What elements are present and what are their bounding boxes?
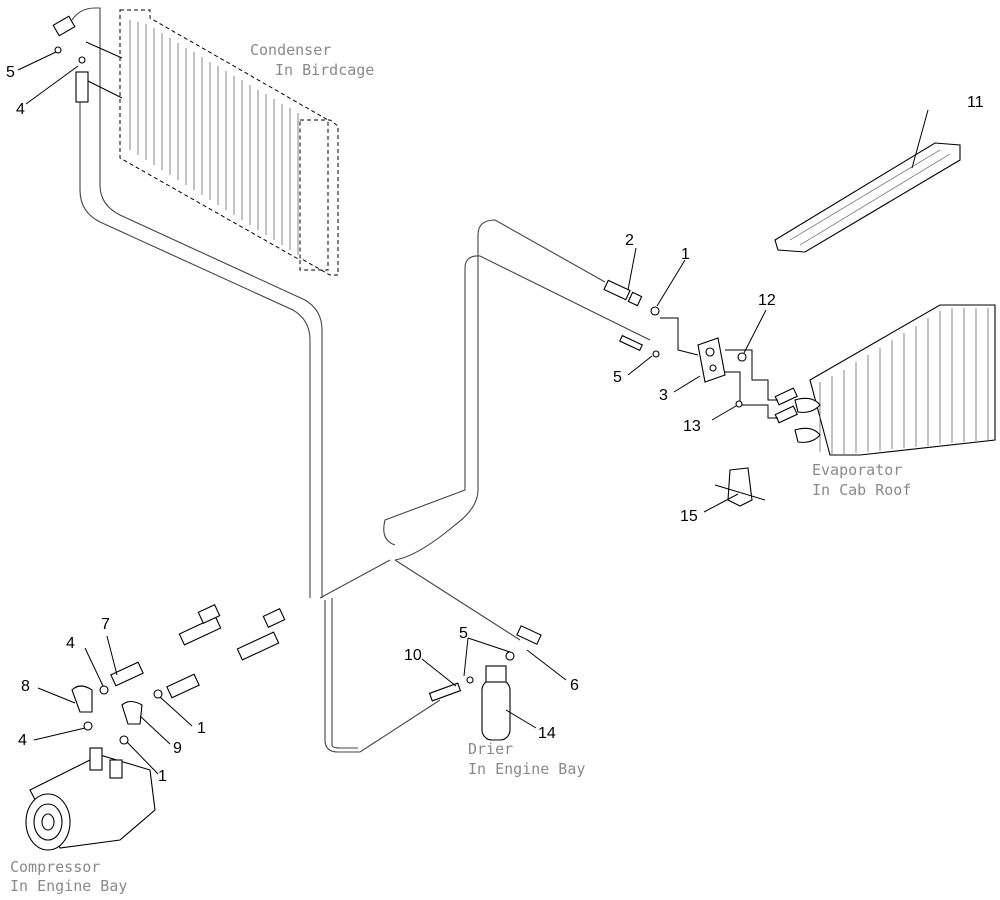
- caption-evaporator-line1: Evaporator: [812, 461, 902, 479]
- callout-9: 9: [173, 740, 182, 757]
- leader-lines: [17, 51, 929, 775]
- callout-5-condenser: 5: [6, 64, 15, 81]
- lower-hose-fittings: [71, 604, 286, 745]
- hose-lines: [71, 7, 651, 753]
- callout-14: 14: [538, 725, 556, 742]
- callout-15: 15: [680, 508, 698, 525]
- callout-1-hose: 1: [197, 720, 206, 737]
- callout-5-valve: 5: [613, 369, 622, 386]
- callout-6: 6: [570, 677, 579, 694]
- callout-7: 7: [101, 616, 110, 633]
- drier: [428, 625, 542, 741]
- caption-compressor-line1: Compressor: [10, 858, 100, 876]
- callout-1-valve: 1: [681, 246, 690, 263]
- caption-condenser-line1: Condenser: [250, 41, 331, 59]
- callout-2: 2: [625, 232, 634, 249]
- component-captions: Condenser In Birdcage Evaporator In Cab …: [10, 41, 911, 895]
- callout-5-drier: 5: [459, 625, 468, 642]
- caption-drier-line2: In Engine Bay: [468, 760, 585, 778]
- callout-13: 13: [683, 418, 701, 435]
- evaporator: [774, 304, 996, 456]
- valve-side-fittings: [603, 279, 747, 408]
- part-11-filter-panel: [774, 142, 961, 253]
- callout-4-compressor: 4: [18, 732, 27, 749]
- part-3-expansion-valve: [660, 317, 778, 419]
- callout-4-condenser: 4: [16, 101, 25, 118]
- callout-numbers: 1 1 1 2 3 4 4 4 5 5 5 6 7 8 9 10 11 12 1…: [6, 64, 984, 785]
- callout-8: 8: [21, 678, 30, 695]
- callout-1-compressor: 1: [158, 768, 167, 785]
- caption-evaporator-line2: In Cab Roof: [812, 481, 911, 499]
- compressor: [25, 747, 156, 851]
- condenser-fittings: [52, 15, 89, 103]
- callout-10: 10: [404, 647, 422, 664]
- caption-condenser-line2: In Birdcage: [275, 61, 374, 79]
- callout-4-hose: 4: [66, 635, 75, 652]
- callout-11: 11: [967, 94, 984, 111]
- caption-compressor-line2: In Engine Bay: [10, 877, 127, 895]
- part-15-clip: [714, 467, 766, 507]
- caption-drier-line1: Drier: [468, 740, 513, 758]
- condenser: [85, 9, 339, 276]
- callout-3: 3: [659, 387, 668, 404]
- callout-12: 12: [758, 292, 776, 309]
